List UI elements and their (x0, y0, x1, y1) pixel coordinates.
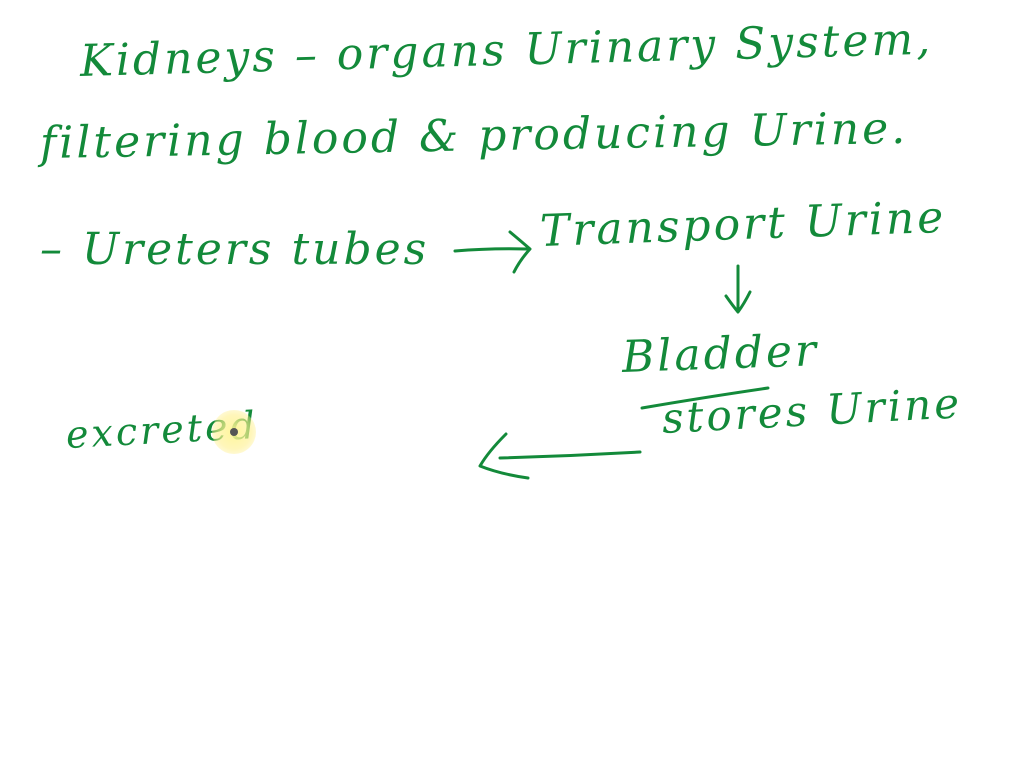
left-arrow-icon (478, 432, 642, 480)
note-ureters: – Ureters tubes (40, 224, 430, 275)
pen-pointer-icon (212, 410, 256, 454)
right-arrow-icon (453, 230, 532, 274)
down-arrow-icon (724, 264, 752, 314)
bladder-underline (640, 386, 770, 410)
